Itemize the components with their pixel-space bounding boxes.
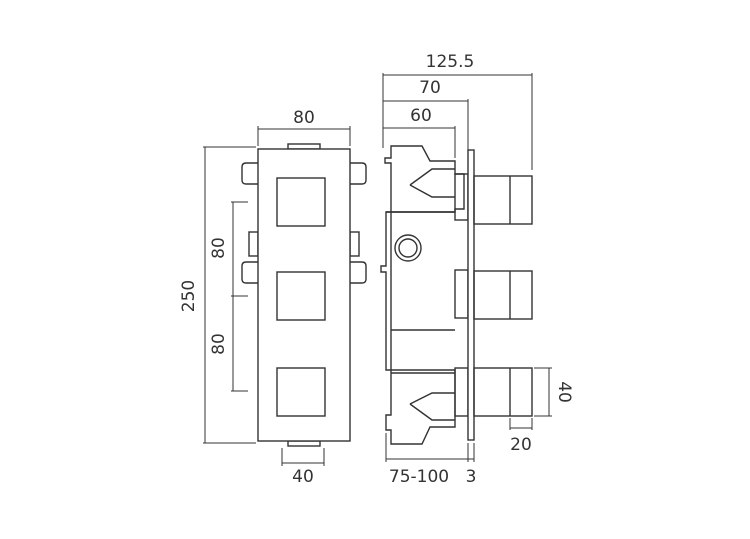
- dimension-height: 250: [179, 146, 256, 444]
- dimension-handle-height: 40: [534, 367, 574, 417]
- valve-body: [380, 145, 465, 445]
- dim-bottom-width-label: 40: [292, 467, 314, 487]
- handle-bottom: [473, 367, 533, 417]
- bottom-boss: [287, 440, 321, 447]
- dim-spacing-bottom-label: 80: [209, 333, 229, 355]
- dim-handle-length-label: 20: [510, 435, 532, 455]
- handle-top: [473, 175, 533, 225]
- internal-detail: [409, 168, 455, 421]
- spindle-hub-bottom: [454, 367, 469, 417]
- side-view: 125.5 70 60 75-100 3 40: [380, 52, 574, 487]
- dimension-overall-depth: 125.5: [382, 52, 533, 170]
- dim-height-label: 250: [179, 280, 199, 312]
- top-boss: [287, 143, 321, 150]
- control-knob-bottom: [276, 367, 326, 417]
- dimension-depth-60: 60: [383, 106, 456, 158]
- dim-wall-depth-label: 75-100: [389, 467, 449, 487]
- handle-middle: [473, 270, 533, 320]
- dimension-wall-depth: 75-100 3: [385, 433, 477, 487]
- dim-spacing-top-label: 80: [209, 237, 229, 259]
- dimension-width: 80: [257, 108, 351, 146]
- dim-overall-depth-label: 125.5: [426, 52, 475, 72]
- spindle-hub-middle: [454, 269, 469, 319]
- control-knob-top: [276, 177, 326, 227]
- faceplate-edge: [467, 149, 475, 441]
- dim-handle-height-label: 40: [554, 381, 574, 403]
- dimension-handle-length: 20: [509, 418, 533, 455]
- control-knob-middle: [276, 271, 326, 321]
- inlet-inner: [398, 238, 418, 258]
- inlet-outer: [394, 234, 422, 262]
- dimension-bottom-width: 40: [281, 448, 325, 487]
- dim-plate-thickness-label: 3: [466, 467, 477, 487]
- dim-width-label: 80: [293, 108, 315, 128]
- dim-depth-60-label: 60: [410, 106, 432, 126]
- dimension-depth-70: 70: [383, 78, 469, 170]
- dimension-spacing: 80 80: [209, 201, 248, 392]
- front-view: 80 250 80 80 40: [179, 108, 367, 487]
- spindle-hub-top: [454, 173, 469, 221]
- faceplate: [257, 148, 351, 442]
- dim-depth-70-label: 70: [419, 78, 441, 98]
